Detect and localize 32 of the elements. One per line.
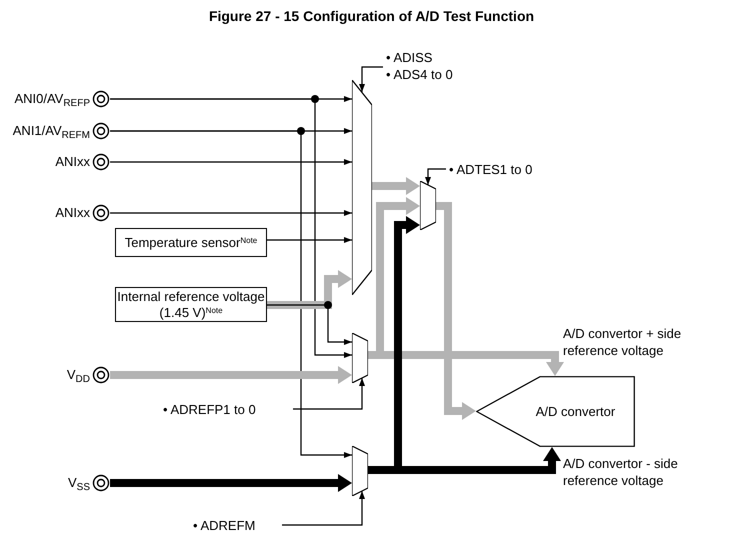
control-signal-label: • ADISS [385,49,434,66]
signal-bus-arrow [110,474,352,492]
figure-title: Figure 27 - 15 Configuration of A/D Test Function [208,7,534,26]
signal-arrow [110,210,352,216]
terminal-label: V$_{SS}$ [68,474,90,493]
control-signal-label: • ADS4 to 0 [385,66,454,83]
signal-arrow [359,66,383,92]
signal-bus-arrow [436,202,476,420]
signal-arrow [282,491,365,526]
terminal-label: ANIxx [55,153,90,172]
signal-bus-arrow [372,177,420,195]
signal-arrow [293,378,365,410]
block-label: A/D convertor [536,402,616,421]
terminal-label: ANI1/AV$_{REFM}$ [12,122,90,141]
terminal-label: ANIxx [55,204,90,222]
signal-bus-arrow [267,270,352,309]
signal-arrow [110,98,352,358]
signal-arrow [267,237,352,243]
signal-arrow [110,130,352,458]
signal-bus-arrow [110,366,352,384]
terminal-label: ANI0/AV$_{REFP}$ [14,90,90,109]
signal-label: A/D convertor - side reference voltage [563,455,679,489]
function-block: Internal reference voltage (1.45 V)$^{Note}$ [115,287,267,322]
control-signal-label: • ADREFM [192,516,256,534]
signal-label: A/D convertor + side reference voltage [563,325,682,359]
terminal-label: V$_{DD}$ [66,366,90,385]
signal-arrow [425,168,446,185]
signal-arrow [267,304,352,345]
control-signal-label: • ADREFP1 to 0 [162,400,257,418]
control-signal-label: • ADTES1 to 0 [448,160,534,178]
signal-arrow [110,159,352,165]
function-block: Temperature sensor$^{Note}$ [115,228,267,257]
